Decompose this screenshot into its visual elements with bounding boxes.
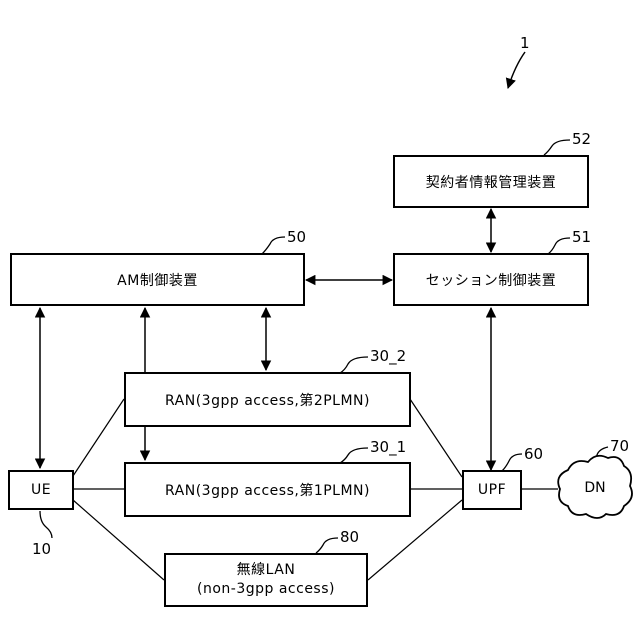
wlan-label-line1: 無線LAN xyxy=(237,561,296,580)
ran-2: RAN(3gpp access,第2PLMN) xyxy=(124,372,411,427)
ran-1: RAN(3gpp access,第1PLMN) xyxy=(124,462,411,517)
link-ue-ran2 xyxy=(73,399,124,476)
ref-dn: 70 xyxy=(610,437,629,455)
dn-label: DN xyxy=(565,480,625,496)
leader-50 xyxy=(262,237,285,254)
leader-30-2 xyxy=(340,357,368,373)
ref-upf: 60 xyxy=(524,445,543,463)
ue-label: UE xyxy=(31,482,51,498)
leader-51 xyxy=(548,238,570,254)
leader-52 xyxy=(544,140,570,155)
leader-60 xyxy=(502,454,522,471)
ref-ran-2: 30_2 xyxy=(370,347,406,365)
subscriber-management-device: 契約者情報管理装置 xyxy=(393,155,589,208)
ref-figure: 1 xyxy=(520,34,530,52)
link-ran2-upf xyxy=(410,399,462,477)
ref-ue: 10 xyxy=(32,540,51,558)
am-control-label: AM制御装置 xyxy=(117,270,198,290)
leader-30-1 xyxy=(340,448,368,463)
leader-80 xyxy=(316,538,338,553)
ref-session-control: 51 xyxy=(572,228,591,246)
ran-1-label: RAN(3gpp access,第1PLMN) xyxy=(165,480,370,500)
session-control-label: セッション制御装置 xyxy=(426,270,557,290)
ue-device: UE xyxy=(8,470,74,510)
wireless-lan: 無線LAN (non-3gpp access) xyxy=(164,553,368,607)
ref-am-control: 50 xyxy=(287,228,306,246)
ref-wireless-lan: 80 xyxy=(340,528,359,546)
ref-subscriber-management: 52 xyxy=(572,130,591,148)
upf-device: UPF xyxy=(462,470,522,510)
ran-2-label: RAN(3gpp access,第2PLMN) xyxy=(165,390,370,410)
session-control-device: セッション制御装置 xyxy=(393,253,589,306)
figure-pointer-arrow xyxy=(508,52,525,88)
upf-label: UPF xyxy=(478,482,506,498)
subscriber-management-label: 契約者情報管理装置 xyxy=(426,172,557,192)
ref-ran-1: 30_1 xyxy=(370,438,406,456)
leader-10 xyxy=(40,511,52,538)
wlan-label-line2: (non-3gpp access) xyxy=(197,580,335,599)
am-control-device: AM制御装置 xyxy=(10,253,305,306)
